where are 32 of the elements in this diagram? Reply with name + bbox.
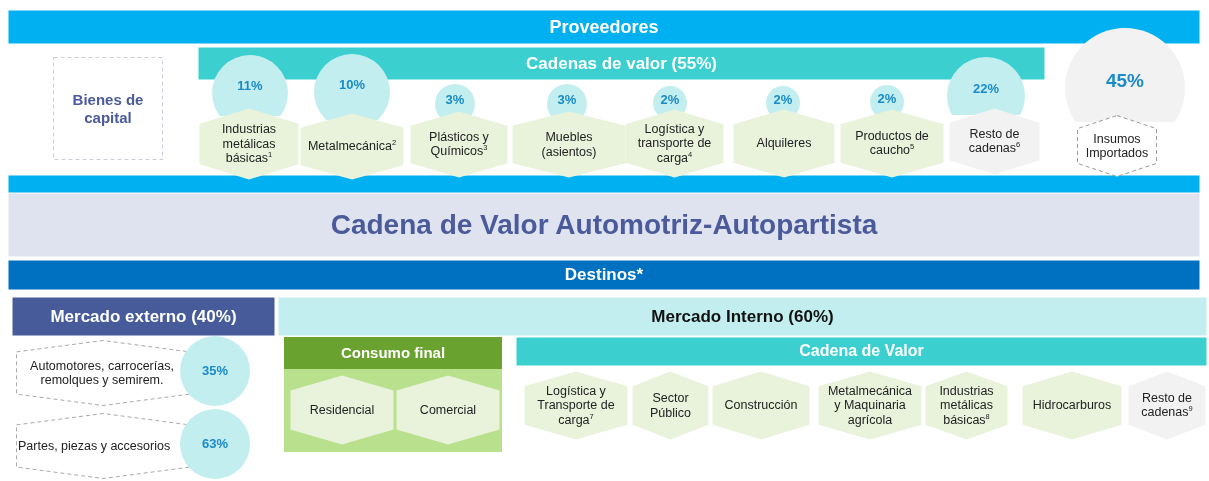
section-header-band: Cadena de Valor: [516, 337, 1207, 366]
dashed-box: Bienes de capital: [53, 57, 163, 160]
hexagon-node: Resto de cadenas$^{9}$: [1128, 371, 1206, 440]
hexagon-node: Comercial: [396, 375, 500, 445]
divider-band: [8, 175, 1200, 193]
hexagon-node: Logística y transporte de carga$^{4}$: [625, 109, 724, 178]
dashed-hexagon-node: Insumos Importados: [1077, 115, 1157, 177]
hexagon-node: Alquileres: [733, 109, 835, 178]
hexagon-node: Industrias metálicas básicas$^{8}$: [925, 371, 1008, 440]
dashed-hexagon-node: Automotores, carrocerías, remolques y semirem.: [16, 340, 190, 406]
hexagon-node: Residencial: [290, 375, 394, 445]
section-header-band: Mercado Interno (60%): [278, 297, 1207, 336]
hexagon-node: Productos de caucho$^{5}$: [840, 109, 944, 178]
section-header-band: Destinos*: [8, 260, 1200, 290]
section-header-band: Proveedores: [8, 10, 1200, 44]
dashed-hexagon-node: Partes, piezas y accesorios: [16, 413, 190, 479]
section-header-band: Mercado externo (40%): [12, 297, 275, 336]
percentage-circle: 35%: [180, 336, 250, 406]
hexagon-node: Hidrocarburos: [1022, 371, 1122, 440]
percentage-circle: 63%: [180, 409, 250, 479]
hexagon-node: Industrias metálicas básicas$^{1}$: [199, 108, 299, 180]
hexagon-node: Metalmecánica$^{2}$: [300, 113, 404, 180]
hexagon-node: Logística y Transporte de carga$^{7}$: [524, 371, 628, 440]
hexagon-node: Construcción: [712, 371, 810, 440]
title-band: Cadena de Valor Automotriz-Autopartista: [8, 193, 1200, 257]
hexagon-node: Plásticos y Químicos$^{3}$: [410, 111, 508, 178]
consumption-panel: [284, 337, 502, 452]
panel-heading: Consumo final: [339, 344, 447, 362]
hexagon-node: Muebles (asientos): [512, 111, 626, 178]
hexagon-node: Resto de cadenas$^{6}$: [949, 108, 1040, 175]
hexagon-node: Metalmecánica y Maquinaria agrícola: [818, 371, 922, 440]
hexagon-node: Sector Público: [632, 371, 709, 440]
